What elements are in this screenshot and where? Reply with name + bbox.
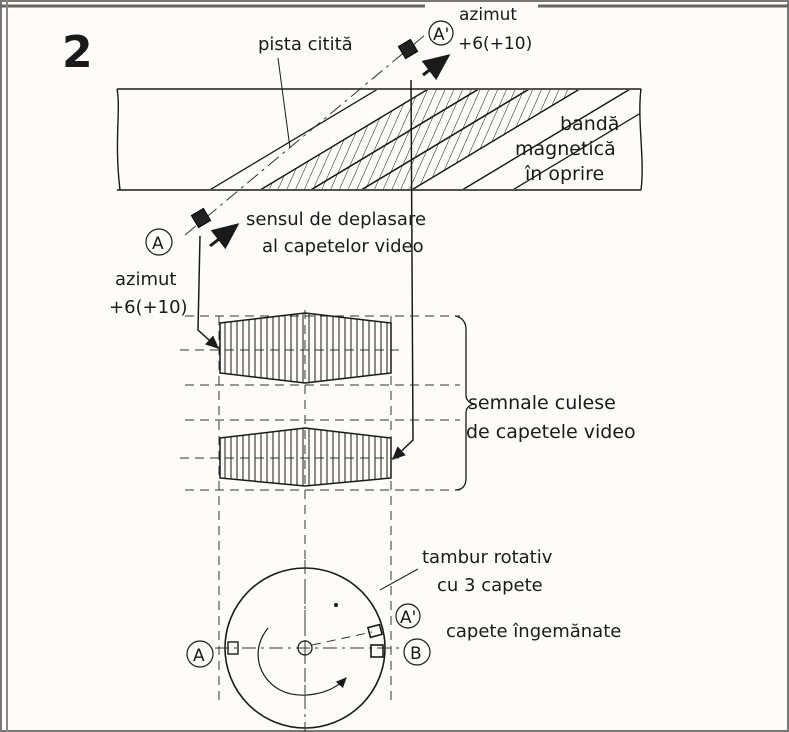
azimut-top-label: azimut	[459, 5, 517, 25]
semnale-label-1: semnale culese	[468, 392, 616, 414]
tambur-label-2: cu 3 capete	[437, 575, 543, 596]
tambur-leader	[379, 568, 419, 591]
capete-label: capete îngemănate	[446, 621, 621, 642]
head-a-prime-drum	[366, 623, 384, 639]
azimut-left-label: azimut	[115, 269, 176, 290]
marker-a-prime-drum	[395, 603, 421, 629]
signals-brace	[454, 315, 475, 491]
marker-a-left	[145, 228, 173, 256]
head-a-lower	[190, 207, 212, 229]
signal-arrow-a	[197, 235, 220, 350]
head-a-drum	[227, 641, 239, 655]
marker-b-drum-text: B	[410, 644, 422, 664]
read-path-line	[184, 34, 426, 236]
semnale-label-2: de capetele video	[466, 421, 636, 443]
marker-a-left-text: A	[152, 234, 164, 254]
rotation-arrow	[257, 627, 347, 696]
tambur-label-1: tambur rotativ	[422, 547, 553, 568]
marker-a-prime-top-text: A'	[433, 25, 449, 45]
pista-citita-label: pista citită	[258, 34, 353, 55]
head-a-prime-top	[397, 38, 419, 60]
banda-label-3: în oprire	[524, 163, 604, 185]
marker-a-drum	[186, 640, 214, 668]
marker-a-drum-text: A	[193, 646, 205, 666]
pista-citita-leader	[277, 57, 291, 149]
signal-envelope-1	[219, 312, 392, 384]
direction-arrow-top	[421, 54, 451, 81]
marker-b-drum	[403, 638, 431, 666]
magnetic-tape	[116, 88, 643, 191]
head-b-drum	[370, 644, 384, 658]
marker-a-prime-top	[428, 20, 454, 46]
azimut-left-value: +6(+10)	[109, 297, 188, 318]
tape-tracks	[118, 90, 640, 189]
figure-number: 2	[62, 27, 93, 78]
banda-label-1: bandă	[560, 113, 619, 135]
banda-label-2: magnetică	[515, 138, 616, 160]
sensul-label-1: sensul de deplasare	[246, 209, 426, 230]
signal-arrow-a-prime	[391, 79, 414, 461]
azimut-top-value: +6(+10)	[458, 34, 532, 54]
signal-envelope-2	[219, 427, 392, 487]
marker-a-prime-drum-text: A'	[400, 608, 416, 628]
drum-center-dot	[334, 603, 338, 607]
rotating-drum	[215, 560, 400, 732]
sensul-label-2: al capetelor video	[262, 236, 424, 257]
track-6	[370, 90, 640, 189]
direction-arrow-lower	[209, 223, 240, 250]
